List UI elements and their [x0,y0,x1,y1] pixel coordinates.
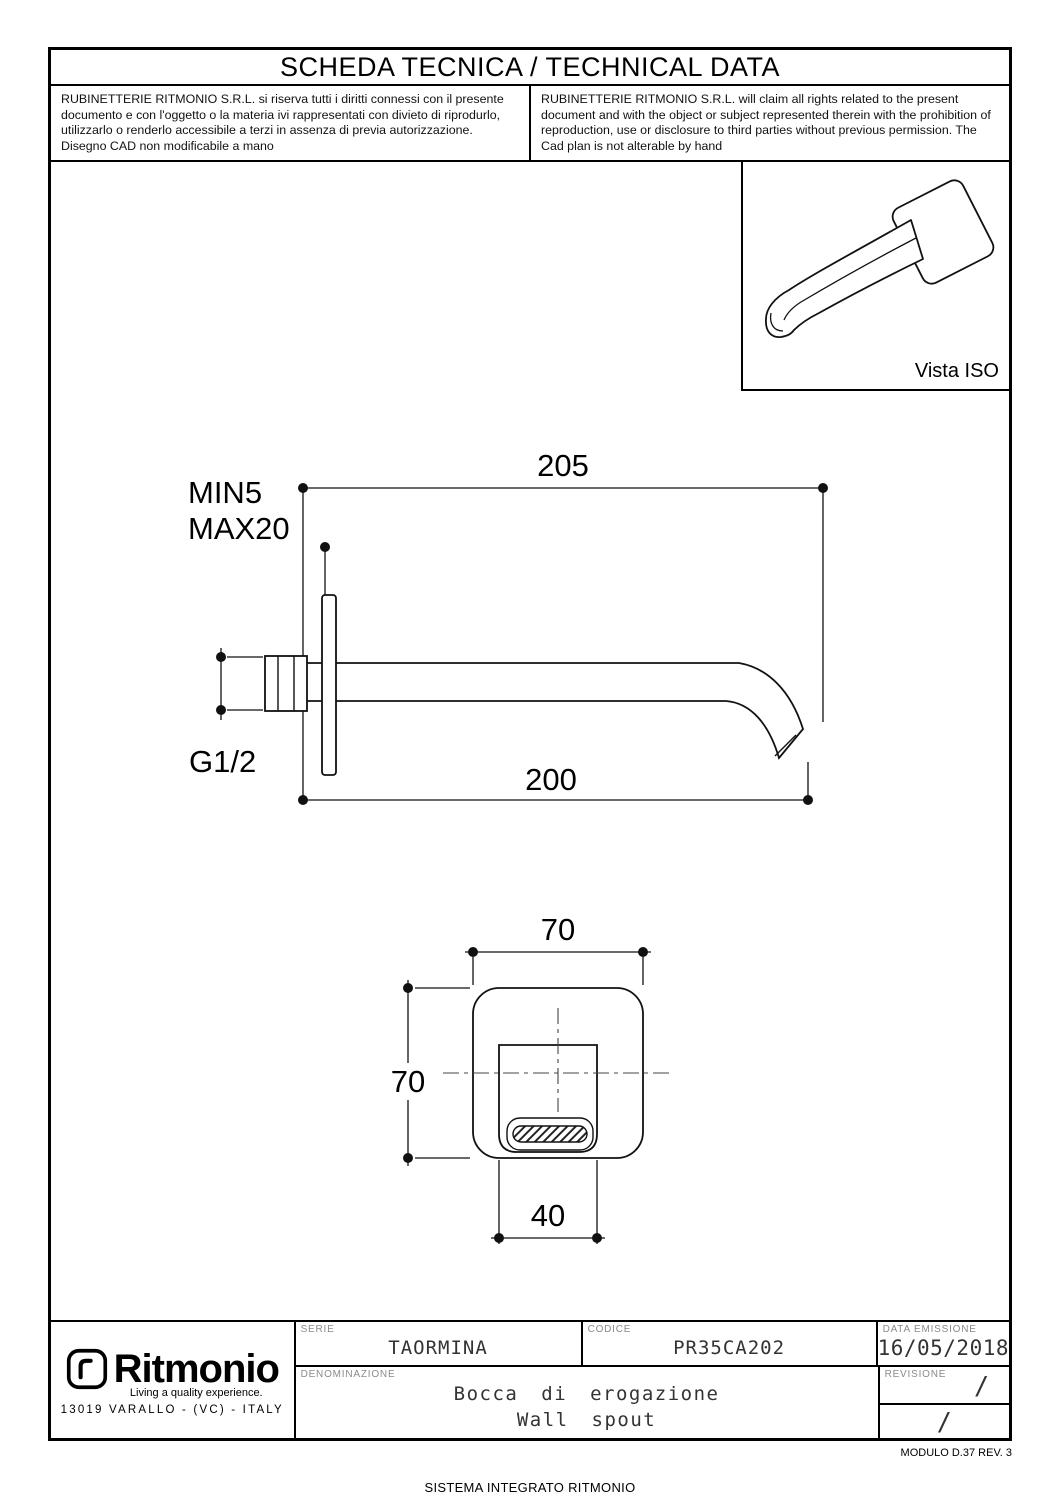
iso-spout [765,179,995,338]
revisione-cell: REVISIONE / / [877,1367,1009,1438]
dim-40-label: 40 [531,1198,565,1233]
thread-size-label: G1/2 [189,744,256,779]
technical-drawing: 205 MIN5 MAX20 [188,448,828,1244]
serie-cell: SERIE TAORMINA [296,1322,581,1365]
title-block-fields: SERIE TAORMINA CODICE PR35CA202 DATA EMI… [295,1322,1009,1438]
brand-address: 13019 VARALLO - (VC) - ITALY [60,1403,284,1416]
dim-minmax: MIN5 MAX20 [188,475,330,595]
revisione-label: REVISIONE [884,1369,947,1380]
spout-body-side [304,662,805,760]
dim-205: 205 [298,448,828,800]
side-view: 205 MIN5 MAX20 [188,448,828,805]
hex-fitting [264,655,308,712]
sistema-integrato: SISTEMA INTEGRATO RITMONIO [424,1480,636,1495]
dim-70-width: 70 [465,912,651,985]
codice-label: CODICE [587,1324,632,1335]
revisione-mark-1: / [973,1370,989,1400]
sheet-frame: SCHEDA TECNICA / TECHNICAL DATA RUBINETT… [48,47,1012,1441]
header: SCHEDA TECNICA / TECHNICAL DATA [51,50,1009,86]
disclaimer-english: RUBINETTERIE RITMONIO S.R.L. will claim … [529,86,1009,160]
drawing-area: 205 MIN5 MAX20 [51,162,1009,1320]
title-block-row-1: SERIE TAORMINA CODICE PR35CA202 DATA EMI… [295,1322,1009,1367]
codice-cell: CODICE PR35CA202 [580,1322,876,1365]
ritmonio-logo-icon [66,1348,107,1390]
iso-view-box: Vista ISO [741,162,1009,391]
serie-label: SERIE [300,1324,335,1335]
iso-view-label: Vista ISO [914,360,999,382]
title-block: Ritmonio Living a quality experience. 13… [51,1320,1009,1438]
logo-row: Ritmonio [66,1346,280,1392]
dim-205-label: 205 [537,448,589,483]
revisione-mark-2: / [936,1407,952,1436]
data-emissione-value: 16/05/2018 [877,1336,1009,1360]
revisione-top: REVISIONE / [879,1367,1009,1405]
spout-tip-edge [774,734,797,757]
dim-200-label: 200 [525,762,577,797]
brand-name: Ritmonio [113,1346,280,1391]
dim-70-height: 70 [391,980,470,1166]
serie-value: TAORMINA [388,1337,488,1359]
denominazione-italian: Bocca di erogazione [453,1382,720,1405]
wall-plate-side [321,594,337,776]
aerator-slot [512,1125,588,1143]
data-emissione-label: DATA EMISSIONE [882,1324,977,1335]
denominazione-cell: DENOMINAZIONE Bocca di erogazione Wall s… [296,1367,878,1438]
data-emissione-cell: DATA EMISSIONE 16/05/2018 [875,1322,1009,1365]
dim-70-height-label: 70 [391,1064,425,1099]
brand-tagline: Living a quality experience. [129,1386,263,1399]
disclaimer-italian: RUBINETTERIE RITMONIO S.R.L. si riserva … [61,92,504,153]
modulo-reference: MODULO D.37 REV. 3 [900,1447,1012,1459]
disclaimer: RUBINETTERIE RITMONIO S.R.L. si riserva … [51,86,1009,162]
iso-drawing [765,179,995,338]
dim-70-width-label: 70 [541,912,575,947]
manufacturer-logo-cell: Ritmonio Living a quality experience. 13… [51,1322,296,1438]
iso-tube-edge [783,237,917,321]
title-block-row-2: DENOMINAZIONE Bocca di erogazione Wall s… [296,1367,1009,1438]
max-depth-label: MAX20 [188,511,290,546]
iso-spout-tube [765,219,924,338]
dim-40: 40 [491,1160,605,1244]
revisione-bottom: / [880,1405,1009,1438]
codice-value: PR35CA202 [673,1337,786,1359]
spout-mouth [506,1117,594,1151]
dim-200: 200 [298,762,813,805]
min-depth-label: MIN5 [188,475,262,510]
page-title: SCHEDA TECNICA / TECHNICAL DATA [279,51,781,82]
iso-tip-lip [769,312,784,332]
dim-thread: G1/2 [189,648,263,779]
denominazione-label: DENOMINAZIONE [300,1369,396,1380]
denominazione-english: Wall spout [516,1408,657,1431]
front-view: 70 70 [391,912,673,1244]
spout-front [498,1044,598,1153]
